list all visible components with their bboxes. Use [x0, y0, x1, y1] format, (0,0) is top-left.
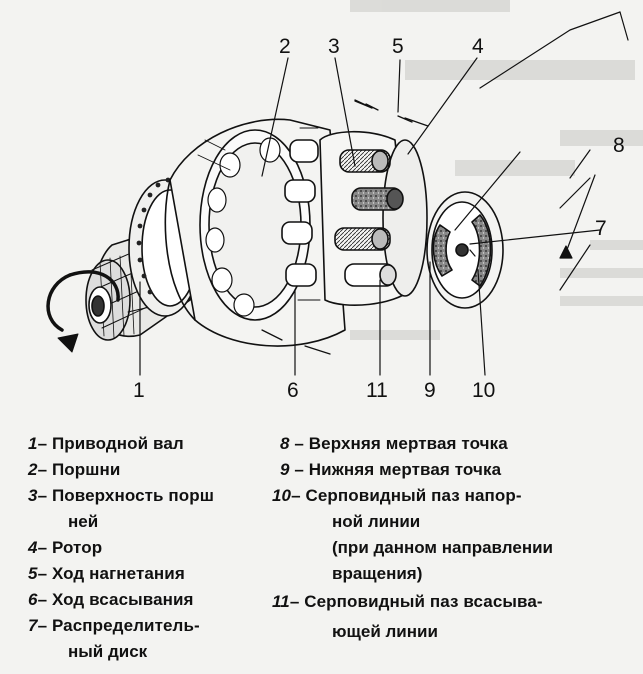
valve-plate-dimension — [559, 174, 596, 259]
legend-item-10-cont-3: вращения) — [332, 564, 423, 583]
valve-plate — [426, 191, 504, 309]
callout-11: 11 — [366, 379, 388, 402]
legend-item-7: 7– Распределитель- — [28, 616, 200, 635]
callout-10: 10 — [472, 379, 496, 402]
callout-9: 9 — [424, 379, 436, 402]
callout-1: 1 — [133, 379, 145, 402]
callout-5: 5 — [392, 35, 404, 58]
legend-item-10-cont-2: (при данном направлении — [332, 538, 553, 557]
rotation-arrow — [46, 270, 120, 353]
legend-item-2: 2– Поршни — [28, 460, 121, 479]
rotor — [319, 130, 428, 306]
page-bleed-through — [350, 0, 643, 340]
legend-item-3-cont: ней — [68, 512, 99, 531]
callout-3: 3 — [328, 35, 340, 58]
legend-item-9: 9 – Нижняя мертвая точка — [280, 460, 502, 479]
pistons — [281, 127, 321, 301]
legend-item-10-cont-1: ной линии — [332, 512, 421, 531]
callout-4: 4 — [472, 35, 484, 58]
legend-item-7-cont: ный диск — [68, 642, 148, 661]
stroke-dimensions — [261, 99, 429, 355]
legend-item-1: 1– Приводной вал — [28, 434, 184, 453]
leader-lines — [139, 11, 629, 376]
legend-item-3: 3– Поверхность порш — [28, 486, 215, 505]
legend-item-8: 8 – Верхняя мертвая точка — [280, 434, 508, 453]
callout-2: 2 — [279, 35, 291, 58]
axial-piston-pump-diagram — [46, 11, 629, 376]
callout-8: 8 — [613, 134, 625, 157]
legend: 1– Приводной вал 2– Поршни 3– Поверхност… — [0, 428, 643, 674]
legend-item-4: 4– Ротор — [28, 538, 103, 557]
legend-item-11-cont: ющей линии — [332, 622, 438, 641]
housing — [164, 118, 346, 347]
legend-item-11: 11– Серповидный паз всасыва- — [272, 592, 543, 611]
callout-7: 7 — [595, 217, 607, 240]
legend-item-5: 5– Ход нагнетания — [28, 564, 185, 583]
legend-item-6: 6– Ход всасывания — [28, 590, 194, 609]
legend-item-10: 10– Серповидный паз напор- — [272, 486, 522, 505]
callout-6: 6 — [287, 379, 299, 402]
